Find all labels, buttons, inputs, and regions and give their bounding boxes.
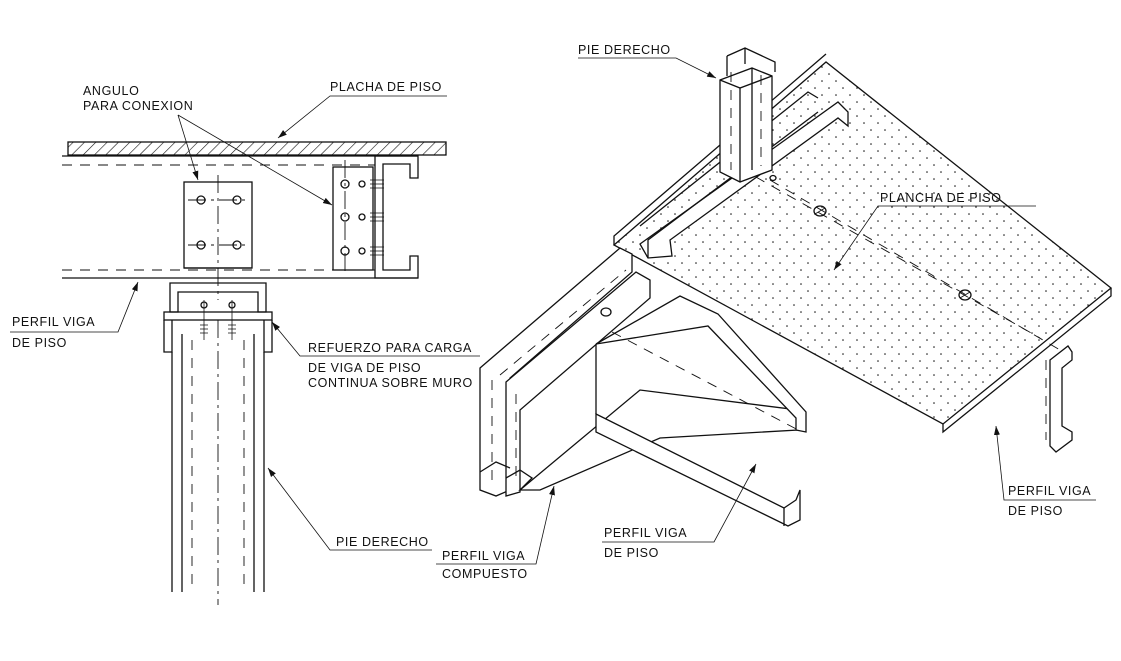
label-perfil-viga-right-2: DE PISO [1008, 504, 1063, 518]
floor-plate-hatched [67, 141, 447, 156]
label-refuerzo-2: DE VIGA DE PISO [308, 361, 421, 375]
floor-plate-isometric [612, 61, 1113, 425]
label-plancha-de-piso: PLANCHA DE PISO [880, 191, 1002, 205]
label-perfil-viga-mid-1: PERFIL VIGA [604, 526, 687, 540]
composite-beam [479, 247, 799, 497]
label-angulo-1: ANGULO [83, 84, 139, 98]
reinforcement-channel [169, 282, 267, 313]
label-pie-derecho-top: PIE DERECHO [578, 43, 671, 57]
connection-angle-face [183, 181, 253, 269]
annotation-labels: ANGULO PARA CONEXION PLACHA DE PISO PERF… [12, 43, 1091, 581]
label-perfil-viga-left-1: PERFIL VIGA [12, 315, 95, 329]
label-refuerzo-3: CONTINUA SOBRE MURO [308, 376, 473, 390]
floor-beam-right [1045, 345, 1073, 453]
label-refuerzo-1: REFUERZO PARA CARGA [308, 341, 472, 355]
floor-beam-middle [595, 295, 807, 527]
label-perfil-viga-left-2: DE PISO [12, 336, 67, 350]
label-perfil-viga-compuesto-2: COMPUESTO [442, 567, 528, 581]
label-perfil-viga-mid-2: DE PISO [604, 546, 659, 560]
label-perfil-viga-right-1: PERFIL VIGA [1008, 484, 1091, 498]
label-pie-derecho-left: PIE DERECHO [336, 535, 429, 549]
label-angulo-2: PARA CONEXION [83, 99, 193, 113]
connection-angle-side [332, 166, 374, 271]
right-isometric-detail [436, 47, 1113, 565]
label-placha-de-piso: PLACHA DE PISO [330, 80, 442, 94]
stud-pie-derecho-left [171, 320, 265, 605]
left-section-detail [10, 95, 480, 605]
channel-end-section [374, 155, 419, 279]
stud-pie-derecho-top [719, 47, 777, 183]
label-perfil-viga-compuesto-1: PERFIL VIGA [442, 549, 525, 563]
